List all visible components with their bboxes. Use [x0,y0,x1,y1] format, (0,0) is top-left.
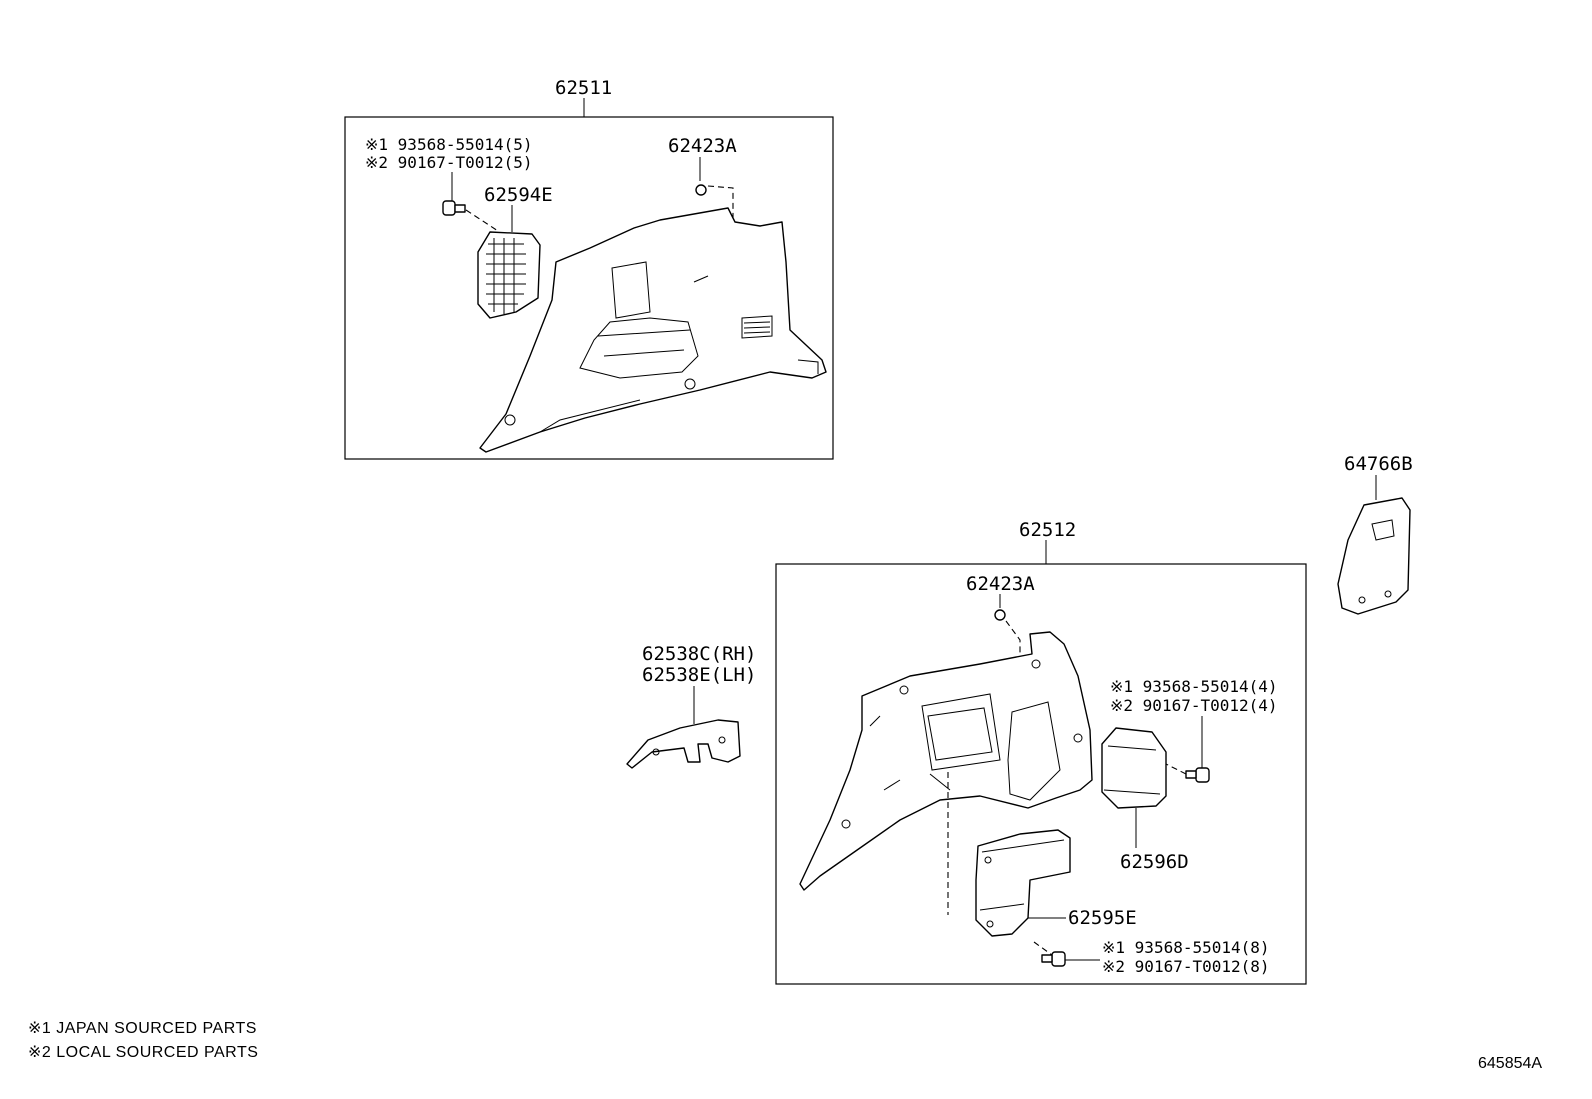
part-64766B[interactable] [1337,497,1411,615]
part-62538[interactable] [626,719,741,769]
assembly-box-62512 [775,563,1307,985]
fastener-mid-local[interactable]: ※2 90167-T0012(4) [1110,696,1278,715]
part-62511[interactable] [479,207,827,453]
diagram-code: 645854A [1478,1055,1543,1072]
clip-62423A-top[interactable] [695,184,707,196]
part-62596D[interactable] [1101,727,1167,809]
part-62512[interactable] [799,631,1093,891]
label-62595E[interactable]: 62595E [1068,907,1137,929]
label-62538E[interactable]: 62538E(LH) [642,664,756,686]
fastener-bottom-japan[interactable]: ※1 93568-55014(8) [1102,938,1270,957]
assembly-box-62511 [344,116,834,460]
footnote-local-sourced: ※2 LOCAL SOURCED PARTS [28,1044,259,1061]
footnote-japan-sourced: ※1 JAPAN SOURCED PARTS [28,1020,257,1037]
screw-top[interactable] [442,200,466,216]
fastener-mid-japan[interactable]: ※1 93568-55014(4) [1110,677,1278,696]
dash-bottom-screw [1033,941,1053,956]
fastener-bottom-local[interactable]: ※2 90167-T0012(8) [1102,957,1270,976]
label-64766B[interactable]: 64766B [1344,453,1413,475]
label-62423A-bottom[interactable]: 62423A [966,573,1035,595]
fastener-top-local[interactable]: ※2 90167-T0012(5) [365,153,533,172]
label-62512[interactable]: 62512 [1019,519,1076,541]
label-62594E[interactable]: 62594E [484,184,553,206]
label-62596D[interactable]: 62596D [1120,851,1189,873]
label-62538C[interactable]: 62538C(RH) [642,643,756,665]
screw-mid[interactable] [1185,767,1210,783]
dash-62423A-bottom [1005,620,1021,656]
dash-top-screw [465,209,499,232]
part-62594E[interactable] [477,231,541,319]
part-62595E[interactable] [975,829,1071,937]
label-62423A-top[interactable]: 62423A [668,135,737,157]
fastener-top-japan[interactable]: ※1 93568-55014(5) [365,135,533,154]
screw-bottom[interactable] [1041,951,1066,967]
clip-62423A-bottom[interactable] [994,609,1006,621]
label-62511[interactable]: 62511 [555,77,612,99]
